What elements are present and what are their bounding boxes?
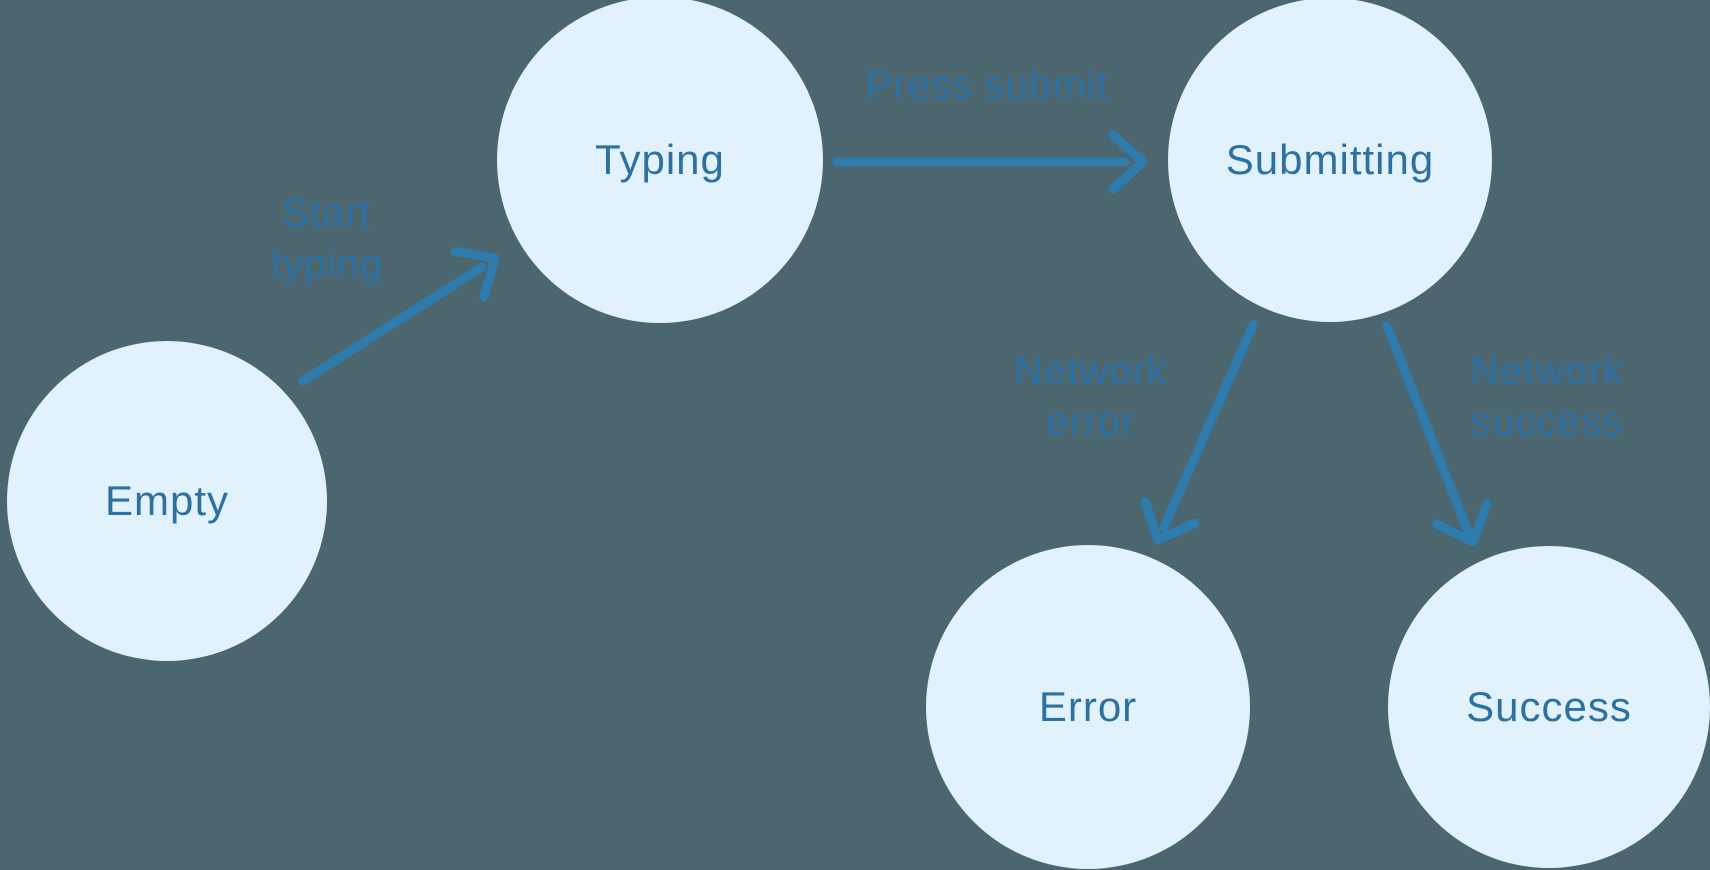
state-node-submitting: Submitting — [1168, 0, 1492, 322]
edge-arrow-empty-to-typing — [298, 246, 500, 386]
state-node-error: Error — [926, 545, 1250, 869]
state-node-label: Error — [1038, 683, 1138, 730]
edge-arrow-submitting-to-success — [1382, 321, 1492, 547]
arrow-shaft — [298, 262, 487, 386]
edge-arrow-submitting-to-error — [1140, 320, 1258, 545]
state-node-label: Submitting — [1225, 136, 1435, 183]
arrowhead-icon — [1108, 130, 1148, 194]
edge-label-network-error: Network error — [1014, 349, 1168, 444]
state-node-typing: Typing — [497, 0, 823, 323]
edge-label-start-typing: Start typing — [270, 191, 384, 286]
arrowhead-icon — [450, 246, 500, 302]
arrowhead-icon — [1432, 499, 1492, 547]
edge-label-network-success: Network success — [1470, 349, 1624, 444]
state-node-label: Typing — [595, 136, 725, 183]
state-node-label: Success — [1466, 683, 1632, 730]
edge-arrow-typing-to-submitting — [832, 130, 1148, 194]
arrowhead-icon — [1140, 497, 1200, 545]
state-node-success: Success — [1388, 546, 1710, 868]
arrow-shaft — [1382, 321, 1473, 536]
arrow-shaft — [1159, 320, 1258, 532]
state-node-label: Empty — [104, 477, 230, 524]
state-node-empty: Empty — [7, 341, 327, 661]
edge-label-press-submit: Press submit — [865, 63, 1109, 108]
